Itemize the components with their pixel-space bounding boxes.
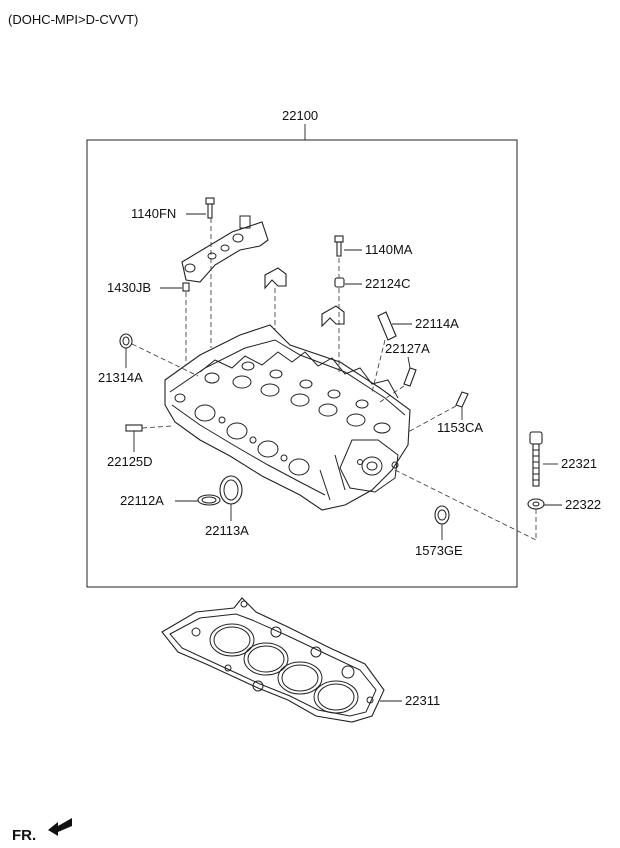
label-22322: 22322 xyxy=(565,497,601,512)
head-bolt-22321[interactable] xyxy=(529,431,543,487)
stud-22127A[interactable] xyxy=(403,367,417,387)
bearing-cap-right[interactable] xyxy=(321,305,345,328)
label-1573GE: 1573GE xyxy=(415,543,463,558)
callouts: 1140FN 1140MA 22124C 1430JB 22114A 22127… xyxy=(98,206,601,708)
label-22311: 22311 xyxy=(405,693,440,708)
washer-22322[interactable] xyxy=(527,498,545,510)
tube-22114A[interactable] xyxy=(377,311,397,341)
label-1140FN: 1140FN xyxy=(131,206,176,221)
label-22321: 22321 xyxy=(561,456,597,471)
ring-22113A[interactable] xyxy=(219,475,243,505)
plug-21314A[interactable] xyxy=(119,333,133,349)
label-1430JB: 1430JB xyxy=(107,280,151,295)
stud-1153CA[interactable] xyxy=(455,391,469,408)
label-21314A: 21314A xyxy=(98,370,143,385)
label-1140MA: 1140MA xyxy=(365,242,413,257)
sleeve-22124C[interactable] xyxy=(334,277,345,288)
seal-22112A[interactable] xyxy=(197,494,221,506)
model-title: (DOHC-MPI>D-CVVT) xyxy=(8,12,138,27)
front-direction-label: FR. xyxy=(12,827,36,844)
bolt-1140MA[interactable] xyxy=(334,235,344,257)
bearing-cap-center[interactable] xyxy=(264,267,287,290)
front-bearing-cap[interactable] xyxy=(181,215,269,283)
label-22114A: 22114A xyxy=(415,316,459,331)
cylinder-head[interactable] xyxy=(164,324,411,511)
bolt-1140FN[interactable] xyxy=(205,197,215,219)
assembly-number: 22100 xyxy=(282,108,318,123)
label-22124C: 22124C xyxy=(365,276,411,291)
label-22112A: 22112A xyxy=(120,493,164,508)
stud-22125D[interactable] xyxy=(125,424,143,432)
label-1153CA: 1153CA xyxy=(437,420,483,435)
assembly-lines xyxy=(131,218,537,541)
pin-1430JB[interactable] xyxy=(182,282,190,292)
assembly-frame xyxy=(86,139,518,588)
label-22125D: 22125D xyxy=(107,454,153,469)
front-arrow-icon xyxy=(48,818,72,836)
label-22113A: 22113A xyxy=(205,523,249,538)
head-gasket[interactable] xyxy=(161,597,385,723)
label-22127A: 22127A xyxy=(385,341,430,356)
plug-1573GE[interactable] xyxy=(434,505,450,525)
